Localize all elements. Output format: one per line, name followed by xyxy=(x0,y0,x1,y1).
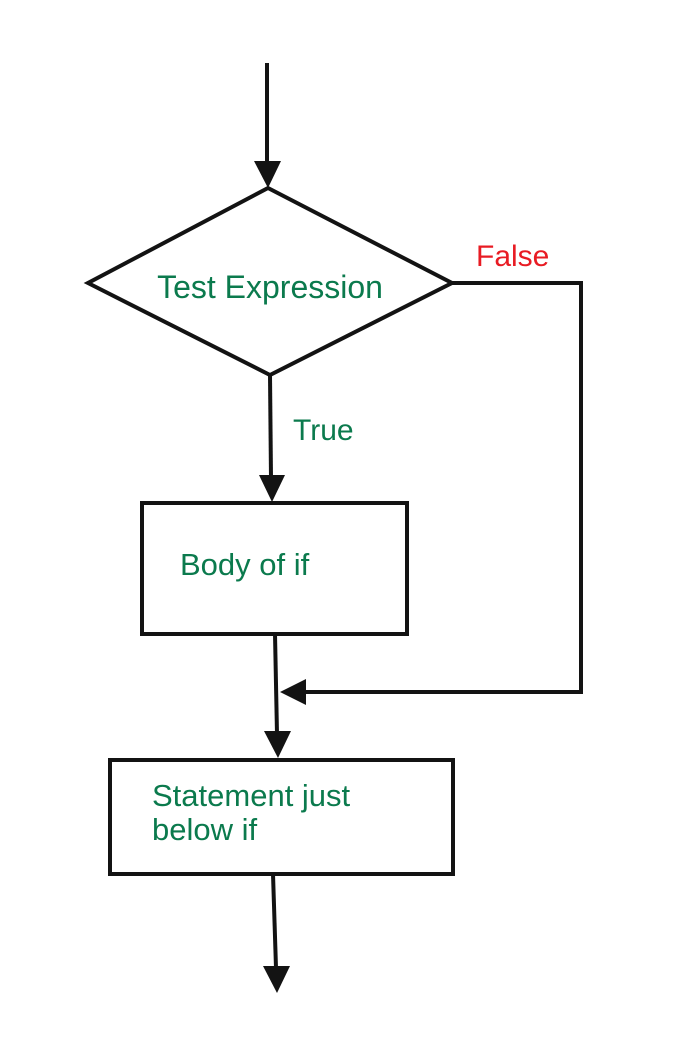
process-box-shape xyxy=(140,501,409,636)
body-to-statement-line xyxy=(273,633,279,735)
entry-arrowhead-icon xyxy=(254,161,281,188)
true-arrow-line xyxy=(268,374,273,479)
merge-arrowhead-icon xyxy=(280,679,306,705)
exit-arrow-line xyxy=(271,873,278,969)
decision-node-label: Test Expression xyxy=(157,269,383,305)
statement-box-shape xyxy=(108,758,455,876)
process-node-label: Body of if xyxy=(180,547,310,582)
exit-arrowhead-icon xyxy=(263,966,290,993)
false-branch-label: False xyxy=(476,240,550,273)
true-arrowhead-icon xyxy=(259,475,285,502)
false-branch-line xyxy=(302,281,583,694)
true-branch-label: True xyxy=(293,414,354,447)
statement-node-label: Statement just below if xyxy=(152,778,351,847)
statement-arrowhead-icon xyxy=(264,731,291,758)
